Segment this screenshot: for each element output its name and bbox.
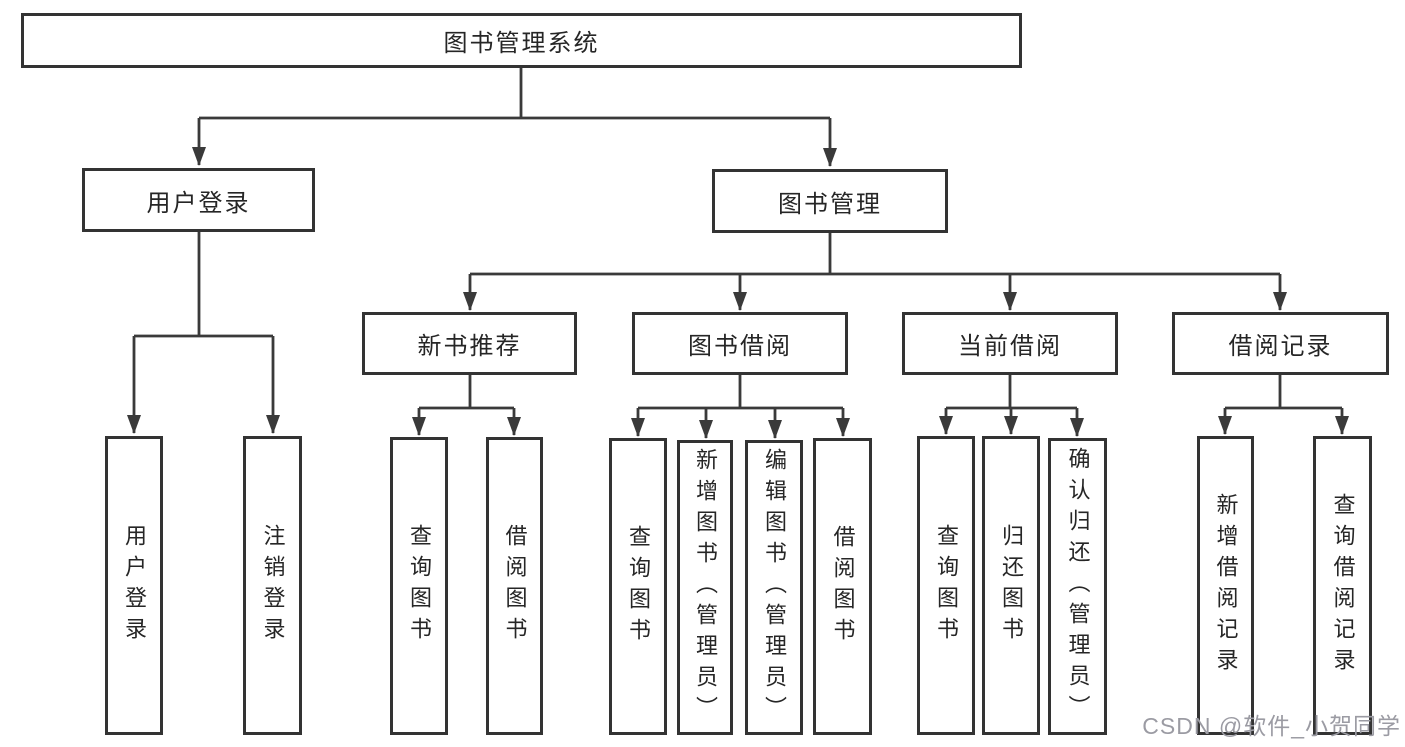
node-new-book-recommend: 新书推荐: [362, 312, 577, 375]
connector-borrow-rail: [638, 375, 843, 410]
node-root-system: 图书管理系统: [21, 13, 1022, 68]
connector-root-rail: [199, 68, 830, 120]
connector-new-books-rail: [419, 375, 514, 410]
leaf-logout: 注销登录: [243, 436, 302, 735]
leaf-bb-edit-books-admin: 编辑图书（管理员）: [745, 440, 803, 735]
leaf-bb-query-books: 查询图书: [609, 438, 667, 735]
leaf-bb-add-books-admin: 新增图书（管理员）: [677, 440, 733, 735]
connector-current-rail: [946, 375, 1077, 410]
leaf-br-add-record: 新增借阅记录: [1197, 436, 1254, 735]
connector-login-rail: [134, 232, 273, 338]
node-current-borrow: 当前借阅: [902, 312, 1118, 375]
node-book-management: 图书管理: [712, 169, 948, 233]
connector-records-rail: [1225, 375, 1342, 410]
node-borrow-records: 借阅记录: [1172, 312, 1389, 375]
leaf-user-login: 用户登录: [105, 436, 163, 735]
node-user-login: 用户登录: [82, 168, 315, 232]
leaf-nb-query-books: 查询图书: [390, 437, 448, 735]
leaf-cb-return-books: 归还图书: [982, 436, 1040, 735]
leaf-cb-confirm-return-admin: 确认归还（管理员）: [1048, 438, 1107, 735]
connector-management-rail: [470, 233, 1280, 276]
leaf-bb-borrow-books: 借阅图书: [813, 438, 872, 735]
leaf-cb-query-books: 查询图书: [917, 436, 975, 735]
node-book-borrow: 图书借阅: [632, 312, 848, 375]
leaf-nb-borrow-books: 借阅图书: [486, 437, 543, 735]
leaf-br-query-record: 查询借阅记录: [1313, 436, 1372, 735]
